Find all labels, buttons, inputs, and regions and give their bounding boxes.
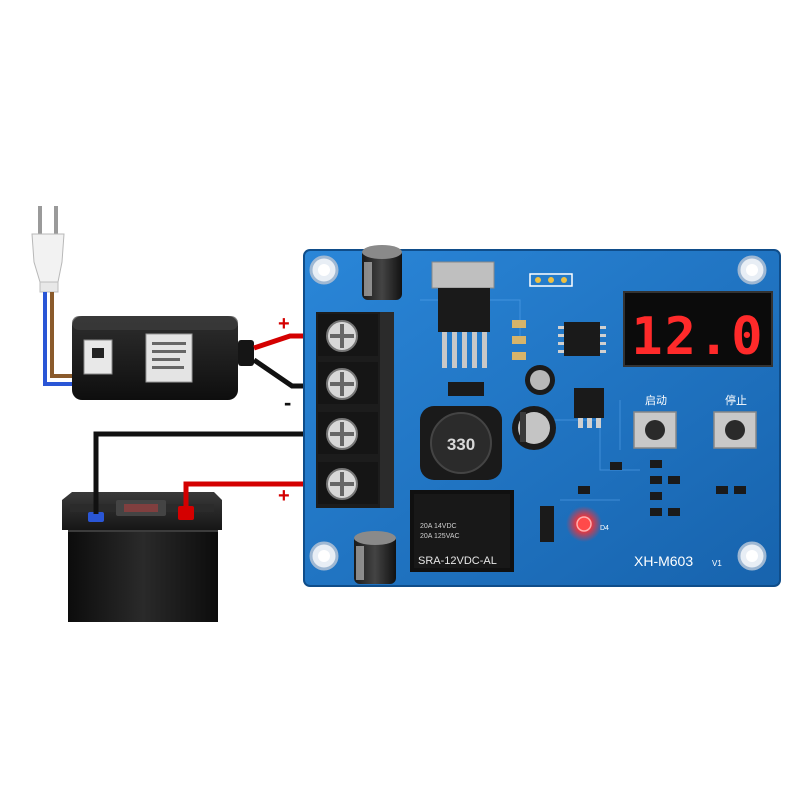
minus-mid-label: - [284,390,291,415]
mains-cable [43,292,72,386]
transistor [574,388,604,428]
display-reading: 12.0 [631,307,764,367]
capacitor-bottom [354,531,396,584]
controller-chip [558,322,606,356]
capacitor-medium [512,406,556,450]
inductor: 330 [420,406,502,480]
stop-button-label: 停止 [725,393,747,407]
plus-bottom-label: + [278,485,290,507]
smd-resistors [578,460,746,516]
smd-capacitors [512,320,526,360]
battery-wires [93,431,334,514]
terminal-block [316,312,394,508]
charge-indicator-led [566,506,602,542]
relay-rating-2: 20A 125VAC [420,533,460,540]
capacitor-top [362,245,402,300]
ac-plug [31,206,65,293]
header-pins [529,273,573,287]
regulator-ic [431,261,495,368]
relay-model: SRA-12VDC-AL [418,555,497,567]
schottky-diode [448,382,484,396]
terminal-screw [318,462,378,504]
relay-rating-1: 20A 14VDC [420,523,457,530]
stop-button[interactable]: 停止 [713,393,757,449]
relay: 20A 14VDC 20A 125VAC SRA-12VDC-AL [410,490,514,572]
terminal-screw [318,314,378,356]
relay-diode [540,506,554,542]
mounting-holes [309,255,767,571]
plus-top-label: + [278,313,290,335]
inductor-code: 330 [447,435,475,454]
start-button[interactable]: 启动 [633,394,677,449]
start-button-label: 启动 [645,394,667,407]
polarity-marks: + - + [278,313,291,507]
led-designator: D4 [600,525,609,532]
voltage-display: 12.0 [623,291,773,367]
board-model: XH-M603 [634,553,693,569]
power-adapter [72,316,254,400]
charger-board: 330 20A 14VDC 20A 125VAC SRA-12VDC-AL [303,245,781,587]
battery [62,492,222,622]
terminal-screw [318,412,378,454]
board-version: V1 [712,559,722,568]
capacitor-small [525,365,555,395]
terminal-screw [318,362,378,404]
